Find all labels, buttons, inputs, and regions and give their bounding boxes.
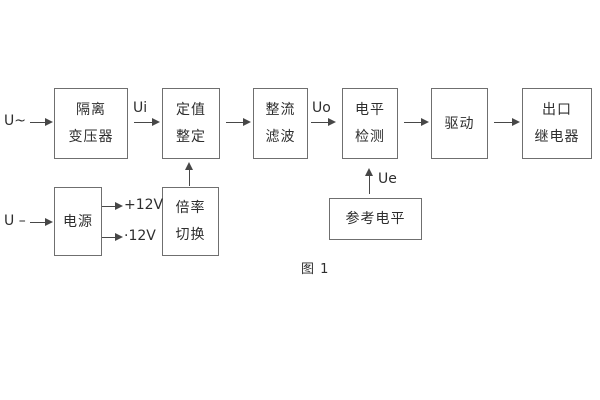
signal-label-ac-input: U~ [4, 113, 26, 129]
arrow-power-plus-12v [102, 202, 123, 210]
arrow-drive-to-output [494, 118, 520, 126]
block-drive: 驱动 [431, 88, 488, 159]
block-label: 出口 [542, 102, 572, 118]
arrow-ac-input [30, 118, 53, 126]
signal-label-uo: Uo [312, 100, 331, 116]
arrowhead-right-icon [421, 118, 429, 126]
signal-label-ui: Ui [133, 100, 148, 116]
block-label: 隔离 [76, 102, 106, 118]
block-ratio-switch: 倍率 切换 [162, 187, 219, 256]
block-label: 定值 [176, 102, 206, 118]
arrowhead-right-icon [152, 118, 160, 126]
arrow-ratio-to-setting [184, 162, 193, 186]
block-output-relay: 出口 继电器 [522, 88, 592, 159]
arrowhead-right-icon [243, 118, 251, 126]
block-label: 电源 [63, 213, 93, 230]
arrow-power-minus-12v [102, 233, 123, 241]
signal-label-minus-12v: ·12V [124, 228, 156, 244]
arrowhead-right-icon [328, 118, 336, 126]
arrow-ue-reference-to-level [364, 168, 373, 194]
figure-caption: 图 1 [301, 262, 330, 277]
signal-label-ue: Ue [378, 171, 397, 187]
arrowhead-right-icon [45, 218, 53, 226]
block-label: 倍率 [175, 200, 206, 216]
block-label: 检测 [355, 129, 385, 145]
block-label: 整流 [265, 102, 296, 118]
arrow-setting-to-rectifier [226, 118, 251, 126]
arrow-uo-rectifier-to-level [311, 118, 336, 126]
arrowhead-right-icon [115, 233, 123, 241]
block-label: 电平 [355, 102, 385, 118]
block-label: 变压器 [68, 129, 114, 145]
arrow-ui-isolation-to-setting [134, 118, 160, 126]
arrowhead-right-icon [45, 118, 53, 126]
arrowhead-up-icon [364, 168, 373, 176]
block-label: 驱动 [444, 115, 475, 132]
signal-label-dc-input: U – [4, 213, 26, 229]
block-label: 滤波 [265, 129, 296, 145]
block-label: 整定 [176, 129, 206, 145]
block-setting-adjust: 定值 整定 [162, 88, 220, 159]
block-level-detect: 电平 检测 [342, 88, 398, 159]
block-label: 参考电平 [345, 211, 406, 227]
block-label: 切换 [175, 227, 206, 243]
arrowhead-right-icon [115, 202, 123, 210]
block-power-supply: 电源 [54, 187, 102, 256]
arrowhead-right-icon [512, 118, 520, 126]
arrow-dc-input [30, 218, 53, 226]
block-isolation-transformer: 隔离 变压器 [54, 88, 128, 159]
arrow-level-to-drive [404, 118, 429, 126]
arrowhead-up-icon [184, 162, 193, 170]
block-label: 继电器 [534, 129, 580, 145]
block-reference-level: 参考电平 [329, 198, 422, 240]
block-rectifier-filter: 整流 滤波 [253, 88, 308, 159]
signal-label-plus-12v: +12V [124, 197, 164, 213]
